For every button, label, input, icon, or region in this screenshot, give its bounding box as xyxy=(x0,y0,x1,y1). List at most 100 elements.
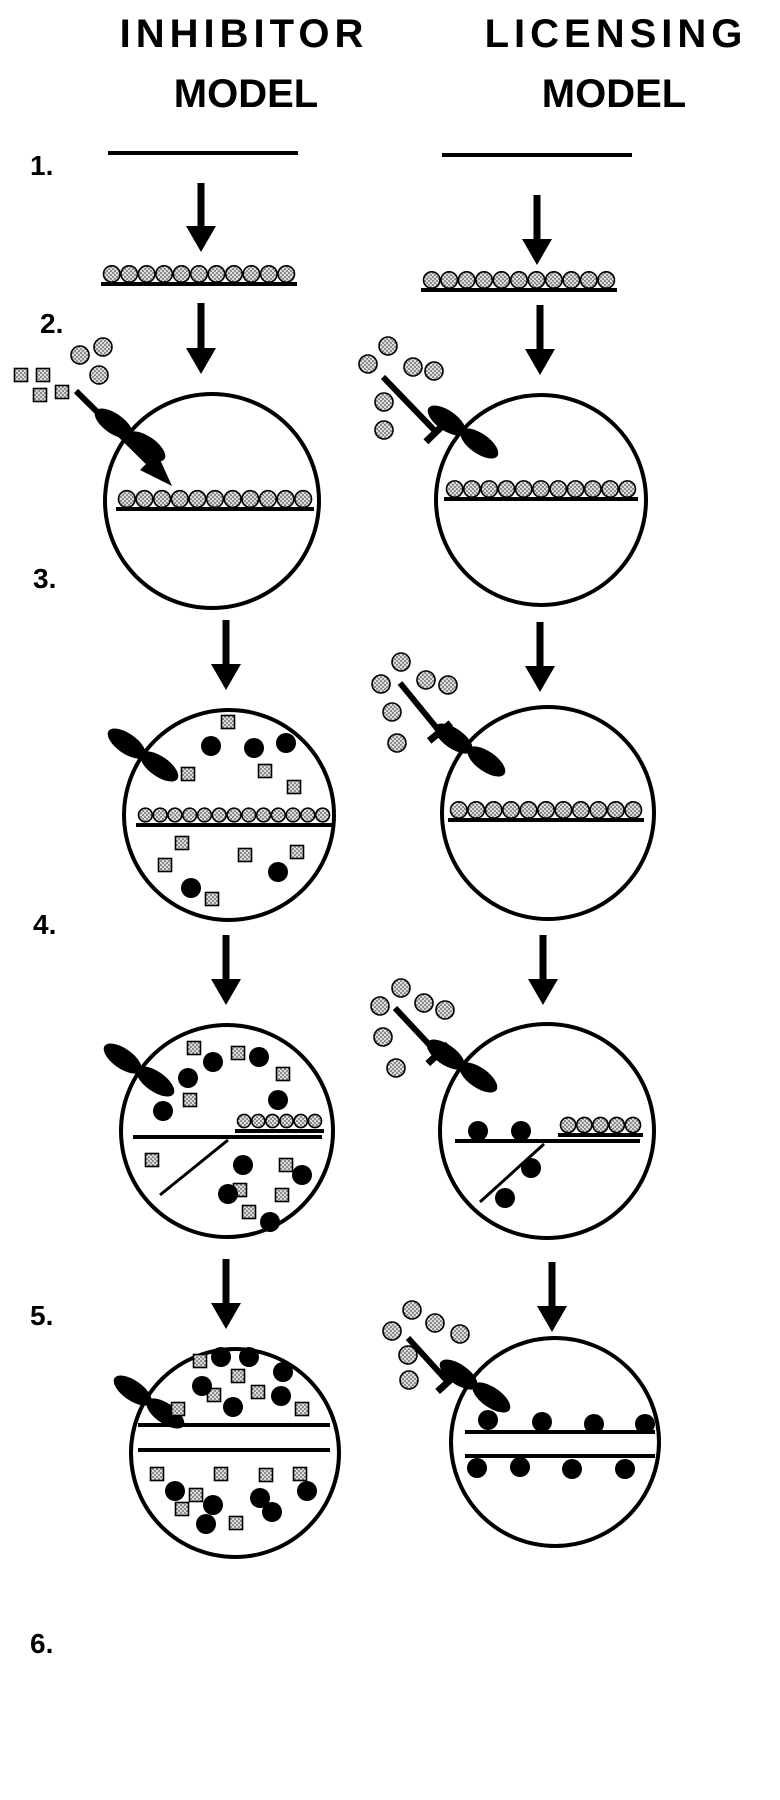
stippled-protein xyxy=(514,480,533,498)
stippled-inhibitor-square xyxy=(294,1401,310,1417)
stippled-protein xyxy=(250,1113,266,1129)
stippled-protein xyxy=(606,800,625,820)
chromatin-step2-left xyxy=(101,264,297,286)
replicated-dna-dot xyxy=(250,1488,270,1508)
replicated-dna-dot xyxy=(153,1101,173,1121)
stippled-protein xyxy=(475,270,494,290)
step6-licensing xyxy=(382,1300,661,1548)
stippled-protein xyxy=(152,489,172,509)
replicated-dna-dot xyxy=(201,736,221,756)
arrow-3-4-right xyxy=(525,622,555,692)
stippled-inhibitor-square xyxy=(286,779,302,795)
replicated-dna-dot xyxy=(262,1502,282,1522)
stippled-protein xyxy=(579,270,598,290)
pore-half xyxy=(459,1062,498,1093)
arrow-1-2-right xyxy=(522,195,552,265)
stippled-protein xyxy=(89,365,109,385)
stippled-inhibitor-square xyxy=(157,857,173,873)
stippled-protein xyxy=(440,270,459,290)
stippled-inhibitor-square xyxy=(230,1368,246,1384)
stippled-protein xyxy=(182,807,198,823)
replicated-dna-dot xyxy=(192,1376,212,1396)
stippled-protein xyxy=(279,1113,294,1129)
step5-inhibitor xyxy=(103,1023,335,1239)
stippled-protein xyxy=(226,807,242,823)
step3-inhibitor xyxy=(13,337,321,610)
inhibitor-model-column xyxy=(13,151,341,1559)
stippled-protein xyxy=(480,480,499,498)
stippled-protein xyxy=(509,270,529,290)
step5-licensing xyxy=(370,978,656,1240)
step-number-4: 4. xyxy=(33,909,56,940)
arrow-head xyxy=(528,979,558,1005)
stippled-protein xyxy=(70,345,90,365)
stippled-protein xyxy=(378,336,398,356)
pore-half xyxy=(427,405,466,436)
licensing-model-column xyxy=(358,153,661,1548)
stippled-protein xyxy=(519,800,538,820)
arrow-3-4-left xyxy=(211,620,241,690)
stippled-protein xyxy=(382,702,402,722)
replicated-dna-dot xyxy=(273,1362,293,1382)
stippled-protein xyxy=(387,733,407,753)
stippled-protein xyxy=(265,1113,280,1129)
stippled-inhibitor-square xyxy=(182,1092,198,1108)
stippled-protein xyxy=(386,1058,406,1078)
stippled-protein xyxy=(467,800,486,820)
replicated-branch-step5-right xyxy=(478,1142,546,1204)
stippled-protein xyxy=(414,993,434,1013)
stippled-protein xyxy=(450,1324,470,1344)
stippled-protein xyxy=(236,1113,252,1129)
replicated-dna-dot xyxy=(511,1121,531,1141)
pore-half xyxy=(472,1382,511,1413)
step6-inhibitor xyxy=(113,1347,341,1559)
replicated-dna-dot xyxy=(249,1047,269,1067)
stippled-protein xyxy=(575,1116,593,1134)
replicated-dna-dot xyxy=(292,1165,312,1185)
stippled-protein xyxy=(422,270,441,290)
nucleus-step3-right xyxy=(434,393,648,607)
stippled-inhibitor-square xyxy=(174,835,190,851)
nucleus-step5-right xyxy=(438,1022,656,1240)
stippled-protein xyxy=(527,270,546,290)
stippled-protein xyxy=(449,800,468,820)
replicated-dna-dot xyxy=(223,1397,243,1417)
stippled-protein xyxy=(624,800,643,820)
stippled-protein xyxy=(285,807,301,823)
chromatin-step2-right xyxy=(421,270,617,292)
stippled-protein xyxy=(544,270,563,290)
header-inhibitor-line1: INHIBITOR xyxy=(120,12,369,56)
stippled-inhibitor-square xyxy=(292,1466,308,1482)
stippled-inhibitor-square xyxy=(220,714,236,730)
stippled-inhibitor-square xyxy=(250,1384,266,1400)
stippled-protein xyxy=(373,1027,393,1047)
stippled-inhibitor-square xyxy=(230,1045,246,1061)
stippled-protein xyxy=(358,354,378,374)
stippled-protein xyxy=(497,480,516,498)
nuclear-pore-step4-left xyxy=(107,728,179,782)
stippled-protein xyxy=(93,337,113,357)
arrow-head xyxy=(186,348,216,374)
stippled-protein xyxy=(120,264,139,284)
replicated-dna-dot xyxy=(635,1414,655,1434)
replicated-dna-dot xyxy=(181,878,201,898)
stippled-protein xyxy=(170,489,189,509)
step-number-6: 6. xyxy=(30,1628,53,1659)
replicated-dna-dot xyxy=(244,738,264,758)
stippled-protein xyxy=(438,675,458,695)
stippled-protein xyxy=(549,480,568,498)
stippled-protein xyxy=(117,489,136,509)
chromatin-step3-right xyxy=(444,480,638,501)
nucleus-step5-left xyxy=(119,1023,335,1239)
replicated-dna-dot xyxy=(218,1184,238,1204)
stippled-protein xyxy=(391,978,411,998)
nuclear-pore-step3-right xyxy=(427,405,499,459)
replicated-dna-dot xyxy=(532,1412,552,1432)
stippled-protein xyxy=(189,264,209,284)
stippled-protein xyxy=(258,489,278,509)
stippled-inhibitor-square xyxy=(275,1066,291,1082)
stippled-protein xyxy=(294,489,313,509)
stippled-protein xyxy=(416,670,436,690)
stippled-protein xyxy=(207,264,226,284)
chromatin-partial-step5-left xyxy=(235,1113,324,1133)
